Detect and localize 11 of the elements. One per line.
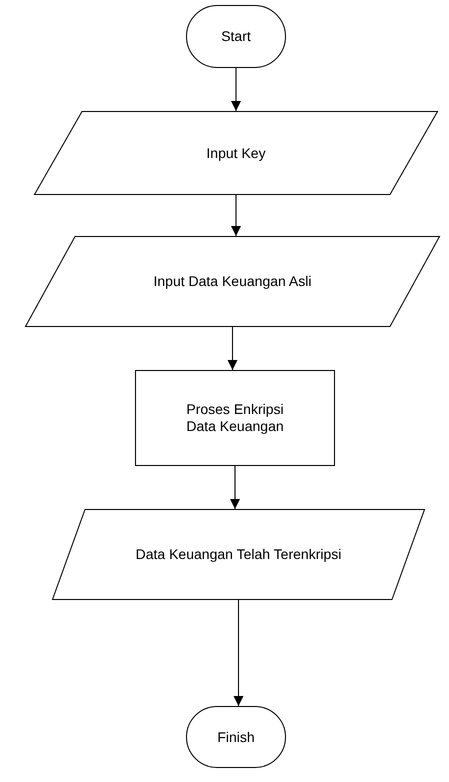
arrow xyxy=(231,68,241,112)
node-label: Proses Enkripsi Data Keuangan xyxy=(185,401,285,435)
arrow xyxy=(230,466,240,510)
node-label: Data Keuangan Telah Terenkripsi xyxy=(136,546,342,563)
node-label: Start xyxy=(221,28,251,45)
arrow xyxy=(228,326,238,370)
arrow xyxy=(231,194,241,236)
arrow xyxy=(234,600,244,706)
node-label: Input Data Keuangan Asli xyxy=(153,273,312,290)
node-label: Finish xyxy=(217,728,255,746)
node-label: Input Key xyxy=(206,144,266,162)
